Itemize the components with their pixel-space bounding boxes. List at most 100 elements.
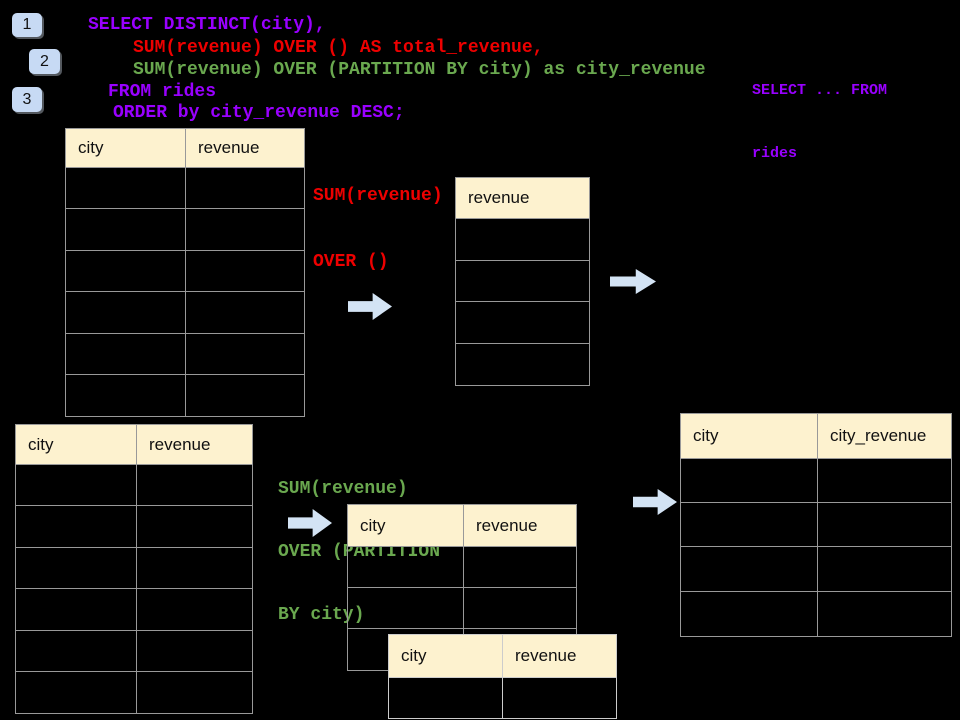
table-row	[66, 292, 304, 334]
table-cell	[186, 168, 304, 208]
table-cell	[186, 375, 304, 416]
sql-line-order-by: ORDER by city_revenue DESC;	[113, 103, 405, 123]
column-header-city: city	[348, 505, 464, 546]
table-partition-group-1: city revenue	[347, 504, 577, 671]
column-header-city: city	[389, 635, 503, 677]
table-row	[16, 465, 252, 507]
table-header-row: city revenue	[389, 635, 616, 678]
table-cell	[16, 671, 137, 714]
step-badge-3: 3	[12, 87, 42, 112]
step-badge-1: 1	[12, 13, 42, 37]
column-header-revenue: revenue	[186, 129, 304, 167]
table-cell	[137, 465, 252, 505]
table-body	[681, 459, 951, 636]
table-cell	[66, 333, 186, 374]
table-row	[456, 219, 589, 261]
table-row	[66, 209, 304, 251]
arrow-right-icon	[633, 489, 677, 515]
table-row	[16, 671, 252, 714]
sql-line-sum-partition: SUM(revenue) OVER (PARTITION BY city) as…	[133, 60, 706, 80]
table-cell	[16, 506, 137, 547]
table-cell	[456, 344, 589, 386]
table-row	[681, 459, 951, 504]
table-cell	[456, 219, 589, 260]
table-cell	[464, 547, 576, 587]
table-cell	[16, 630, 137, 671]
table-cell	[137, 589, 252, 629]
table-header-row: city revenue	[66, 129, 304, 168]
column-header-city: city	[16, 425, 137, 464]
side-note: SELECT ... FROM rides	[752, 38, 887, 206]
table-cell	[681, 591, 818, 636]
table-row	[66, 374, 304, 417]
table-cell	[186, 251, 304, 291]
table-cell	[186, 334, 304, 374]
table-row	[16, 547, 252, 590]
table-cell	[16, 589, 137, 630]
table-body	[66, 168, 304, 417]
label-total-line-1: SUM(revenue)	[313, 186, 443, 206]
table-cell	[389, 678, 503, 718]
column-header-revenue: revenue	[464, 505, 576, 546]
table-header-row: city revenue	[348, 505, 576, 547]
column-header-revenue: revenue	[137, 425, 252, 464]
column-header-city: city	[66, 129, 186, 167]
step-badge-2: 2	[29, 49, 60, 74]
sql-line-sum-over: SUM(revenue) OVER () AS total_revenue,	[133, 38, 544, 58]
table-row	[456, 344, 589, 386]
table-header-row: city city_revenue	[681, 414, 951, 459]
table-cell	[66, 250, 186, 292]
table-cell	[348, 547, 464, 587]
table-partition-group-2: city revenue	[388, 634, 617, 719]
table-cell	[818, 459, 951, 502]
table-row	[16, 506, 252, 548]
table-row	[66, 333, 304, 375]
label-total-window: SUM(revenue) OVER ()	[313, 141, 443, 317]
table-row	[348, 588, 576, 629]
table-cell	[137, 672, 252, 713]
table-row	[681, 591, 951, 636]
table-row	[348, 547, 576, 588]
arrow-right-icon	[610, 269, 656, 294]
table-row	[66, 250, 304, 293]
table-body	[16, 465, 252, 714]
table-cell	[186, 292, 304, 332]
table-row	[681, 547, 951, 592]
column-header-city: city	[681, 414, 818, 458]
label-total-line-2: OVER ()	[313, 252, 389, 272]
table-cell	[137, 548, 252, 588]
table-cell	[818, 592, 951, 636]
table-cell	[66, 374, 186, 417]
table-cell	[456, 302, 589, 343]
label-partition-line-1: SUM(revenue)	[278, 479, 408, 499]
column-header-city-revenue: city_revenue	[818, 414, 951, 458]
table-cell	[681, 459, 818, 503]
sql-line-from: FROM rides	[108, 82, 217, 102]
sql-line-select: SELECT DISTINCT(city),	[88, 15, 326, 35]
label-partition-line-2: OVER (PARTITION	[278, 542, 441, 562]
table-body	[389, 678, 616, 718]
table-cell	[66, 209, 186, 250]
table-header-row: city revenue	[16, 425, 252, 465]
table-cell	[681, 547, 818, 591]
table-cell	[186, 209, 304, 249]
column-header-revenue: revenue	[456, 178, 589, 218]
table-cell	[818, 547, 951, 590]
table-source-rides-bottom: city revenue	[15, 424, 253, 715]
table-source-rides-top: city revenue	[65, 128, 305, 418]
table-cell	[503, 678, 616, 718]
table-total-revenue-result: revenue	[455, 177, 590, 386]
label-partition-window: SUM(revenue) OVER (PARTITION BY city)	[278, 437, 440, 668]
side-note-line-1: SELECT ... FROM	[752, 82, 888, 99]
table-cell	[818, 503, 951, 546]
table-row	[66, 168, 304, 210]
table-city-revenue-result: city city_revenue	[680, 413, 952, 637]
label-partition-line-3: BY city)	[278, 605, 365, 625]
table-row	[16, 630, 252, 672]
table-cell	[16, 465, 137, 506]
table-cell	[681, 503, 818, 547]
table-header-row: revenue	[456, 178, 589, 219]
table-cell	[16, 547, 137, 589]
table-cell	[348, 588, 464, 628]
